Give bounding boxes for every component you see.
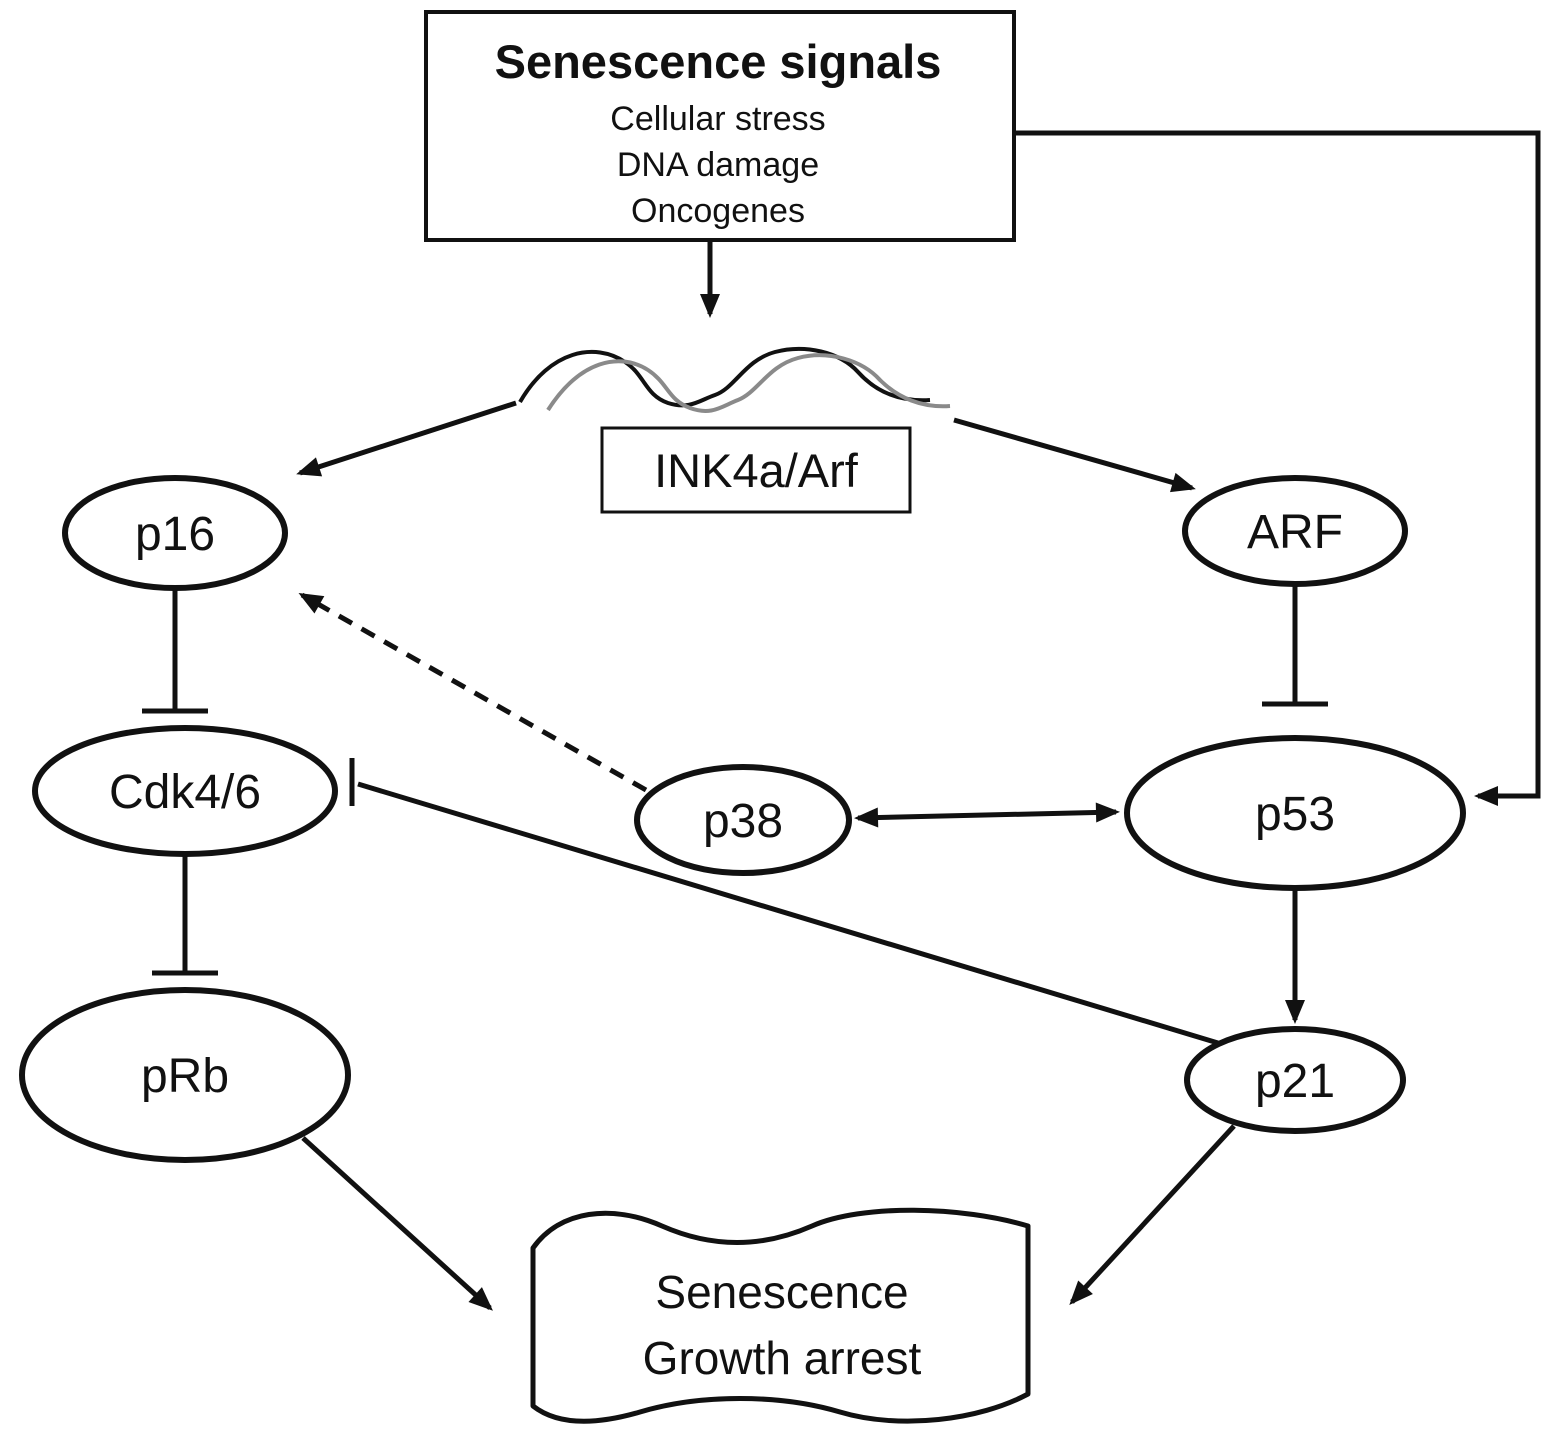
node-p53-label: p53 [1255, 788, 1335, 841]
edge-p21-inhibits-cdk46 [357, 781, 1219, 1046]
outcome-line-senescence: Senescence [655, 1266, 908, 1318]
edge-p38-p53-double [854, 802, 1120, 828]
node-cdk46-label: Cdk4/6 [109, 766, 261, 819]
edge-p21-to-outcome [1069, 1124, 1236, 1305]
ink4a-arf-label: INK4a/Arf [654, 444, 859, 497]
ink4a-arf-box [600, 426, 912, 514]
chromatin-squiggle-light [546, 353, 951, 413]
edge-signals-to-p53-elbow [1014, 130, 1541, 806]
signal-line-oncogenes: Oncogenes [631, 192, 805, 230]
node-p38-label: p38 [703, 795, 783, 848]
signal-line-cellular-stress: Cellular stress [610, 100, 825, 138]
edge-locus-to-p16 [296, 400, 517, 477]
node-arf [1182, 475, 1408, 587]
outcome-line-growth-arrest: Growth arrest [643, 1332, 922, 1384]
senescence-signals-title: Senescence signals [495, 35, 942, 88]
node-arf-label: ARF [1247, 506, 1343, 559]
edge-p38-to-p16-dashed [298, 592, 648, 793]
node-p16 [62, 475, 288, 591]
node-prb [19, 987, 351, 1163]
node-p38 [634, 764, 852, 876]
edge-locus-to-arf [953, 417, 1196, 493]
edge-prb-to-outcome [301, 1136, 493, 1311]
chromatin-squiggle-dark [518, 347, 931, 408]
senescence-signals-box [424, 10, 1016, 242]
node-cdk46 [32, 725, 338, 857]
node-p21-label: p21 [1255, 1055, 1335, 1108]
signal-line-dna-damage: DNA damage [617, 146, 819, 184]
outcome-box [530, 1207, 1031, 1424]
node-p16-label: p16 [135, 508, 215, 561]
node-p53 [1124, 735, 1466, 891]
node-prb-label: pRb [141, 1050, 229, 1103]
node-p21 [1184, 1026, 1406, 1134]
